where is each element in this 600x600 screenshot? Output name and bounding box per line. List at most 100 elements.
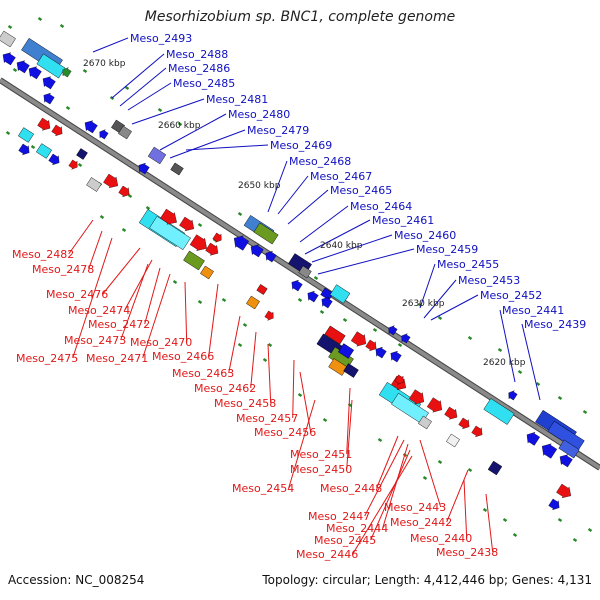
lower-leader-line (144, 267, 161, 325)
gene-feature (483, 398, 515, 425)
gene-feature-cyan-light (149, 215, 191, 251)
tick-mark (437, 459, 443, 465)
upper-leader-line (127, 82, 172, 111)
lower-leader-line (382, 443, 409, 529)
gene-feature (329, 284, 351, 304)
tick-mark (467, 467, 473, 473)
tick-mark (297, 392, 303, 398)
upper-gene-label: Meso_2485 (173, 77, 235, 90)
gene-feature (320, 287, 334, 301)
tick-mark (197, 222, 203, 228)
tick-mark (372, 327, 378, 333)
lower-gene-label: Meso_2473 (64, 334, 126, 347)
gene-arrow (42, 76, 56, 90)
tick-mark (572, 537, 578, 543)
lower-leader-line (446, 469, 469, 523)
lower-leader-line (370, 449, 411, 541)
upper-leader-line (311, 234, 393, 263)
gene-feature-gray (0, 30, 16, 48)
upper-gene-label: Meso_2453 (458, 274, 520, 287)
upper-gene-label: Meso_2467 (310, 170, 372, 183)
gene-arrow (138, 162, 150, 175)
upper-gene-label: Meso_2455 (437, 258, 499, 271)
tick-mark (587, 527, 593, 533)
lower-gene-label: Meso_2451 (290, 448, 352, 461)
backbone (0, 78, 600, 470)
upper-gene-label: Meso_2439 (524, 318, 586, 331)
tick-mark (65, 105, 71, 111)
tick-mark (557, 517, 563, 523)
gene-arrow (84, 120, 98, 134)
gene-feature (246, 295, 260, 310)
tick-mark (535, 381, 541, 387)
gene-arrow (394, 374, 404, 385)
upper-gene-label: Meso_2460 (394, 229, 456, 242)
gene-feature (86, 177, 102, 192)
tick-mark (237, 342, 243, 348)
lower-leader-line (102, 247, 141, 295)
lower-leader-line (120, 263, 149, 341)
scale-label: 2640 kbp (320, 241, 363, 251)
upper-leader-line (159, 113, 227, 151)
tick-mark (30, 144, 36, 150)
gene-arrow (526, 431, 540, 446)
lower-gene-label: Meso_2471 (86, 352, 148, 365)
tick-mark (342, 317, 348, 323)
tick-mark (467, 335, 473, 341)
lower-leader-line (299, 371, 312, 433)
lower-leader-line (142, 273, 171, 359)
tick-mark (482, 507, 488, 513)
upper-gene-label: Meso_2479 (247, 124, 309, 137)
gene-arrow (99, 129, 109, 140)
gene-feature (35, 143, 53, 159)
lower-gene-label: Meso_2470 (130, 336, 192, 349)
tick-mark (582, 409, 588, 415)
lower-leader-line (419, 439, 442, 508)
gene-arrow (118, 185, 130, 198)
upper-leader-line (499, 309, 516, 383)
gene-arrow (212, 232, 222, 243)
tick-mark (127, 193, 133, 199)
gene-arrow (43, 92, 55, 105)
tick-mark (497, 347, 503, 353)
tick-mark (124, 85, 130, 91)
gene-arrow (548, 498, 560, 511)
tick-mark (221, 297, 227, 303)
lower-gene-label: Meso_2466 (152, 350, 214, 363)
upper-gene-label: Meso_2464 (350, 200, 412, 213)
tick-mark (517, 369, 523, 375)
lower-gene-label: Meso_2472 (88, 318, 150, 331)
gene-arrow (390, 350, 402, 363)
lower-leader-line (267, 343, 272, 404)
lower-gene-label: Meso_2448 (320, 482, 382, 495)
tick-mark (557, 395, 563, 401)
gene-arrow (62, 67, 72, 78)
upper-gene-label: Meso_2452 (480, 289, 542, 302)
gene-arrow (291, 279, 303, 292)
upper-leader-line (317, 248, 415, 275)
tick-mark (319, 309, 325, 315)
upper-leader-line (185, 144, 269, 151)
lower-leader-line (68, 219, 94, 255)
tick-mark (397, 342, 403, 348)
lower-gene-label: Meso_2474 (68, 304, 130, 317)
lower-gene-label: Meso_2462 (194, 382, 256, 395)
gene-arrow (388, 325, 398, 336)
lower-gene-label: Meso_2456 (254, 426, 316, 439)
gene-feature-cyan (36, 53, 66, 79)
upper-gene-label: Meso_2481 (206, 93, 268, 106)
tick-mark (313, 275, 319, 281)
gene-arrow (37, 117, 51, 131)
gene-arrow (2, 52, 16, 66)
tick-mark (512, 532, 518, 538)
lower-leader-line (352, 455, 413, 555)
gene-feature (446, 433, 460, 448)
tick-mark (121, 227, 127, 233)
gene-feature (343, 363, 359, 378)
lower-leader-line (184, 281, 188, 343)
upper-gene-label: Meso_2469 (270, 139, 332, 152)
lower-leader-line (228, 315, 241, 374)
lower-leader-line (250, 331, 257, 389)
gene-feature (76, 148, 88, 160)
gene-feature (256, 284, 268, 295)
